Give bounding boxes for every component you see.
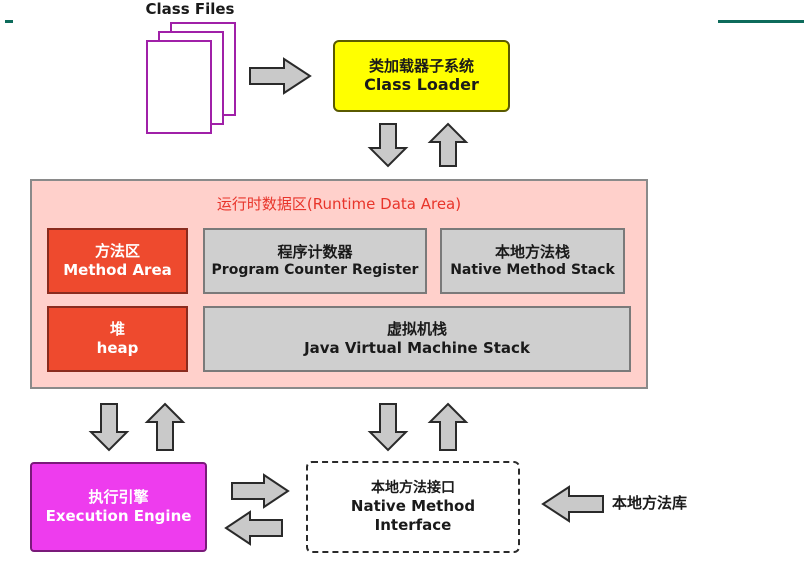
native-method-stack-cn: 本地方法栈 [494, 242, 570, 261]
method-area-en: Method Area [63, 261, 172, 279]
native-method-stack-en: Native Method Stack [450, 261, 615, 278]
program-counter-en: Program Counter Register [211, 261, 419, 278]
execution-engine-box: 执行引擎 Execution Engine [30, 462, 207, 552]
native-interface-en-line2: Interface [374, 515, 452, 534]
heap-cn: 堆 [109, 320, 125, 339]
native-library-label: 本地方法库 [612, 494, 688, 512]
loader-up-arrow [427, 122, 469, 167]
top-right-accent-line [718, 20, 804, 23]
program-counter-cn: 程序计数器 [277, 242, 353, 261]
jvm-stack-en: Java Virtual Machine Stack [304, 339, 530, 357]
library-to-interface-arrow [541, 485, 604, 523]
loader-down-arrow [367, 123, 409, 168]
native-method-stack-box: 本地方法栈 Native Method Stack [440, 228, 625, 294]
interface-to-runtime-up-arrow [427, 402, 469, 451]
class-loader-title-cn: 类加载器子系统 [368, 56, 474, 75]
engine-to-interface-arrow [231, 473, 290, 509]
runtime-data-area-title: 运行时数据区(Runtime Data Area) [216, 195, 462, 213]
program-counter-box: 程序计数器 Program Counter Register [203, 228, 427, 294]
method-area-box: 方法区 Method Area [47, 228, 188, 294]
execution-engine-en: Execution Engine [45, 507, 192, 525]
runtime-to-engine-down-arrow [88, 403, 130, 452]
runtime-to-interface-down-arrow [367, 403, 409, 452]
jvm-stack-cn: 虚拟机栈 [386, 320, 447, 339]
class-files-to-loader-arrow [249, 57, 312, 95]
class-files-stack-icon [145, 22, 245, 134]
class-loader-box: 类加载器子系统 Class Loader [333, 40, 510, 112]
heap-box: 堆 heap [47, 306, 188, 372]
top-left-accent-line [5, 20, 13, 23]
interface-to-engine-arrow [224, 510, 283, 546]
native-interface-en-line1: Native Method [350, 497, 476, 515]
native-interface-box: 本地方法接口 Native Method Interface [306, 461, 520, 553]
native-interface-cn: 本地方法接口 [371, 479, 455, 496]
jvm-stack-box: 虚拟机栈 Java Virtual Machine Stack [203, 306, 631, 372]
heap-en: heap [96, 339, 139, 357]
execution-engine-cn: 执行引擎 [88, 488, 149, 507]
class-files-label: Class Files [145, 0, 235, 18]
engine-to-runtime-up-arrow [144, 402, 186, 451]
class-loader-title-en: Class Loader [364, 75, 479, 95]
method-area-cn: 方法区 [94, 242, 140, 261]
